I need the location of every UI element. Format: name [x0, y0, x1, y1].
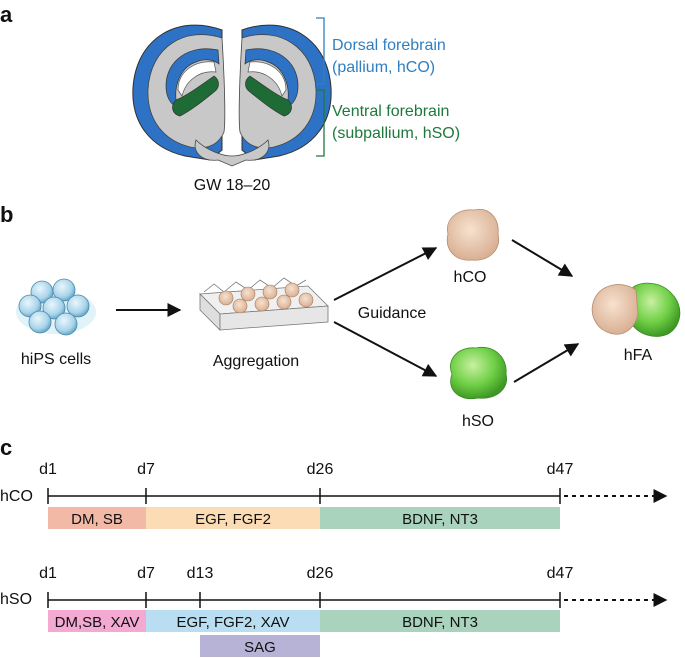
timeline_hco-day-label: d26: [307, 461, 334, 478]
aggregation-label: Aggregation: [213, 353, 299, 370]
hso-label: hSO: [462, 413, 494, 430]
arrow-to-hso: [333, 321, 438, 377]
hso-organoid: [450, 346, 507, 400]
ventral-label-line1: Ventral forebrain: [332, 103, 449, 120]
timeline_hso-bar: [48, 610, 146, 632]
timeline_hso-bar-label: EGF, FGF2, XAV: [176, 614, 289, 631]
timeline_hso-sub-bar: [200, 635, 320, 657]
timeline_hso-day-label: d26: [307, 565, 334, 582]
timeline_hso-bar: [146, 610, 320, 632]
arrow-hco-to-hfa: [511, 239, 574, 277]
timeline_hso-day-label: d1: [39, 565, 57, 582]
hco-label: hCO: [454, 269, 487, 286]
hfa-label: hFA: [624, 347, 653, 364]
dorsal-label-line1: Dorsal forebrain: [332, 37, 446, 54]
timeline_hso-bar: [320, 610, 560, 632]
timeline_hso-bar-label: BDNF, NT3: [402, 614, 478, 631]
timeline_hco-bar: [48, 507, 146, 529]
panel-c-letter: c: [0, 435, 12, 460]
hfa-assembloid: [591, 282, 681, 337]
timeline_hso-day-label: d7: [137, 565, 155, 582]
panel-a-letter: a: [0, 2, 13, 27]
guidance-label: Guidance: [358, 305, 427, 322]
gestational-age-label: GW 18–20: [194, 177, 271, 194]
dorsal-label-line2: (pallium, hCO): [332, 59, 435, 76]
timeline_hco-bar-label: DM, SB: [71, 511, 123, 528]
timeline_hco-day-label: d1: [39, 461, 57, 478]
timeline_hco-day-label: d7: [137, 461, 155, 478]
timeline-hco-row-label: hCO: [0, 488, 33, 505]
timeline_hso-sub-bar-label: SAG: [244, 639, 276, 656]
dorsal-bracket: [316, 17, 325, 85]
timeline_hso-day-label: d47: [547, 565, 574, 582]
arrow-hso-to-hfa: [513, 343, 580, 383]
timeline_hso-day-label: d13: [187, 565, 214, 582]
hips-cells-illustration: [16, 278, 96, 336]
brain-coronal-section: [132, 24, 332, 167]
timeline_hco-day-label: d47: [547, 461, 574, 478]
arrow-to-hco: [333, 247, 438, 301]
timeline_hco-bar-label: BDNF, NT3: [402, 511, 478, 528]
hips-label: hiPS cells: [21, 351, 91, 368]
ventral-label-line2: (subpallium, hSO): [332, 125, 460, 142]
panel-b-letter: b: [0, 202, 13, 227]
ventral-bracket: [316, 89, 325, 157]
timeline_hco-bar: [146, 507, 320, 529]
aggregation-plate-illustration: [199, 277, 329, 331]
hco-organoid: [446, 208, 500, 261]
timeline_hso-bar-label: DM,SB, XAV: [55, 614, 140, 631]
timeline_hco-bar: [320, 507, 560, 529]
timeline_hco-bar-label: EGF, FGF2: [195, 511, 271, 528]
timeline-hso-row-label: hSO: [0, 591, 32, 608]
